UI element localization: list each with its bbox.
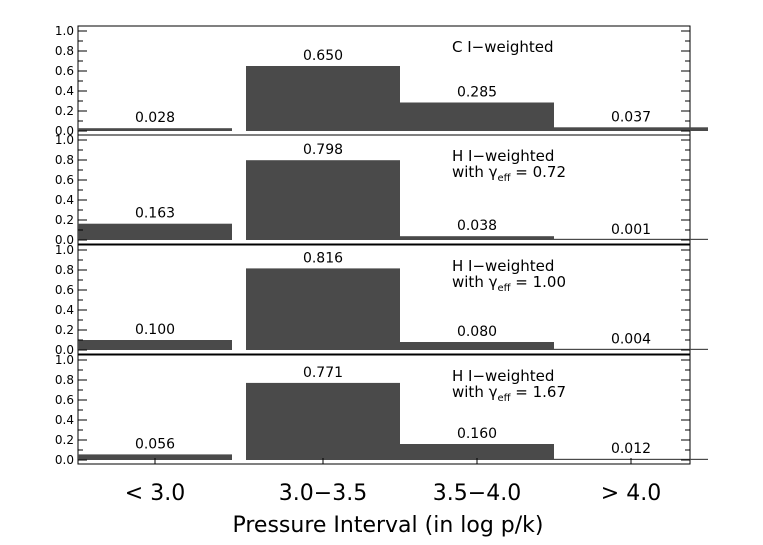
bar-value-label: 0.650 [303, 48, 343, 64]
bar-value-label: 0.028 [135, 110, 175, 126]
bar-value-label: 0.816 [303, 250, 343, 266]
bar-3 [400, 444, 554, 460]
chart-panels: 0.028 0.650 0.285 0.037 0.0 0.2 0.4 0.6 0.8 1.0 C … [55, 24, 708, 467]
panel-1: 0.028 0.650 0.285 0.037 0.0 0.2 0.4 0.6 0.8 1.0 C … [55, 24, 708, 138]
y-tick-label: 0.2 [55, 104, 74, 118]
y-tick-label: 0.0 [55, 453, 74, 467]
bar-2 [246, 160, 400, 240]
bar-value-label: 0.160 [457, 426, 497, 442]
bar-value-label: 0.038 [457, 218, 497, 234]
panel-annotation-line1: H I−weighted [452, 257, 554, 275]
y-tick-label: 0.8 [55, 153, 74, 167]
y-tick-label: 0.2 [55, 433, 74, 447]
bar-1 [78, 340, 232, 350]
bar-value-label: 0.012 [611, 441, 651, 457]
y-tick-label: 0.0 [55, 343, 74, 357]
y-tick-label: 0.0 [55, 124, 74, 138]
bar-value-label: 0.056 [135, 436, 175, 452]
y-tick-label: 1.0 [55, 353, 74, 367]
y-tick-label: 0.4 [55, 84, 74, 98]
y-tick-label: 0.4 [55, 303, 74, 317]
bar-value-label: 0.285 [457, 85, 497, 101]
y-tick-label: 0.6 [55, 283, 74, 297]
panel-annotation-line1: C I−weighted [452, 38, 554, 56]
bar-value-label: 0.163 [135, 206, 175, 222]
y-tick-label: 0.4 [55, 413, 74, 427]
bar-1 [78, 454, 232, 460]
y-tick-label: 1.0 [55, 24, 74, 38]
bar-2 [246, 382, 400, 460]
panel-annotation-line1: H I−weighted [452, 367, 554, 385]
bar-1 [78, 128, 232, 131]
y-tick-label: 1.0 [55, 243, 74, 257]
y-tick-label: 0.6 [55, 64, 74, 78]
bar-value-label: 0.080 [457, 324, 497, 340]
x-category-label: 3.0−3.5 [279, 481, 367, 506]
bar-3 [400, 342, 554, 350]
y-tick-label: 0.6 [55, 393, 74, 407]
panel-2: 0.163 0.798 0.038 0.001 0.0 0.2 0.4 0.6 0.8 1.0 H … [55, 133, 708, 247]
panel-annotation-line1: H I−weighted [452, 147, 554, 165]
bar-value-label: 0.004 [611, 332, 651, 348]
bar-value-label: 0.037 [611, 109, 651, 125]
x-category-label: > 4.0 [601, 481, 661, 506]
panel-annotation-line2: with γeff = 1.00 [452, 273, 566, 294]
x-category-label: 3.5−4.0 [433, 481, 521, 506]
y-tick-label: 0.0 [55, 233, 74, 247]
x-category-label: < 3.0 [125, 481, 185, 506]
bar-value-label: 0.798 [303, 142, 343, 158]
bar-value-label: 0.100 [135, 322, 175, 338]
y-tick-label: 0.4 [55, 193, 74, 207]
y-tick-label: 0.8 [55, 373, 74, 387]
panel-annotation-line2: with γeff = 0.72 [452, 163, 566, 184]
bar-3 [400, 236, 554, 240]
bar-4 [554, 127, 708, 131]
bar-value-label: 0.001 [611, 222, 651, 238]
y-tick-label: 0.8 [55, 263, 74, 277]
bar-4 [554, 238, 708, 240]
x-axis-title: Pressure Interval (in log p/k) [232, 513, 543, 538]
bar-value-label: 0.771 [303, 365, 343, 381]
y-tick-label: 0.2 [55, 213, 74, 227]
y-tick-label: 0.2 [55, 323, 74, 337]
y-tick-label: 0.8 [55, 44, 74, 58]
y-tick-label: 1.0 [55, 133, 74, 147]
bar-3 [400, 102, 554, 131]
y-tick-label: 0.6 [55, 173, 74, 187]
panel-3: 0.100 0.816 0.080 0.004 0.0 0.2 0.4 0.6 0.8 1.0 H … [55, 243, 708, 357]
bar-1 [78, 223, 232, 240]
bar-2 [246, 268, 400, 350]
bar-4 [554, 348, 708, 350]
panel-4: 0.056 0.771 0.160 0.012 0.0 0.2 0.4 0.6 0.8 1.0 H … [55, 353, 708, 467]
x-axis: Pressure Interval (in log p/k) < 3.0 3.0−… [125, 458, 661, 538]
panel-annotation-line2: with γeff = 1.67 [452, 383, 566, 404]
bar-2 [246, 66, 400, 131]
